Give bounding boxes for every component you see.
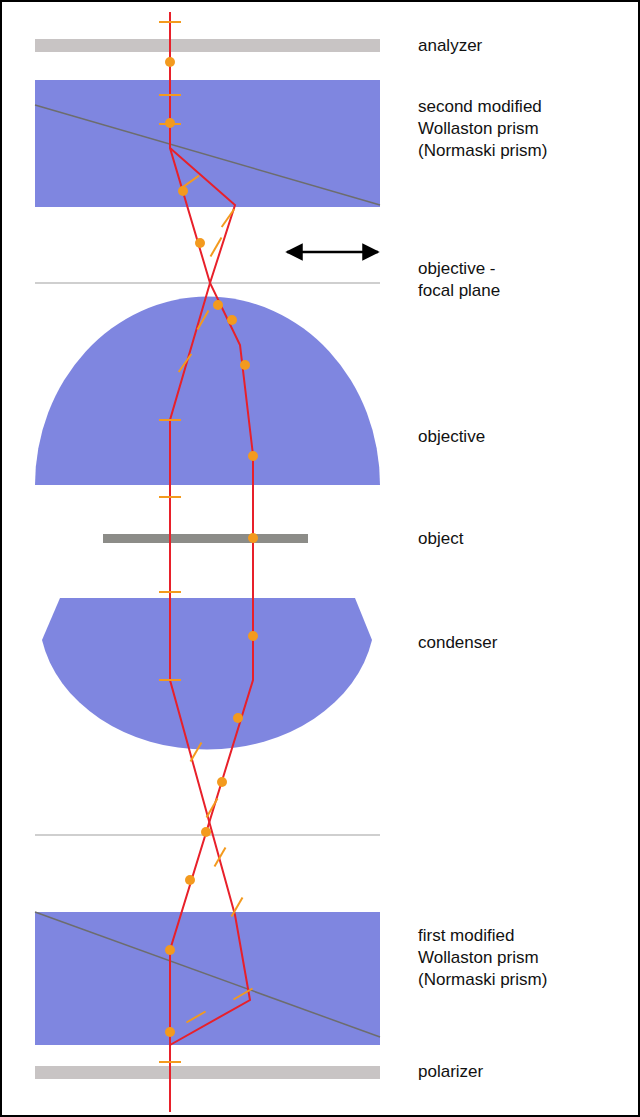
polarization-dot <box>240 360 250 370</box>
polarization-dash <box>159 123 181 125</box>
part-label: first modified Wollaston prism (Normaski… <box>418 925 593 991</box>
polarization-dash <box>159 679 181 681</box>
polarization-dash <box>222 209 235 227</box>
polarization-dot <box>248 631 258 641</box>
polarization-marks <box>159 22 258 1062</box>
polarization-dash <box>207 798 218 817</box>
part-label: analyzer <box>418 35 618 57</box>
polarization-dot <box>165 57 175 67</box>
shift-arrow <box>287 251 378 254</box>
polarization-dash <box>159 1061 181 1063</box>
part-label: objective - focal plane <box>418 258 528 302</box>
polarization-dash <box>198 310 209 329</box>
part-label: objective <box>418 426 618 448</box>
part-label: polarizer <box>418 1061 618 1083</box>
polarization-dash <box>181 176 199 189</box>
polarization-dot <box>227 315 237 325</box>
polarization-dash <box>159 94 181 96</box>
light-ray <box>170 12 253 1112</box>
polarization-dash <box>159 419 181 421</box>
polarization-dash <box>159 21 181 23</box>
polarization-dash <box>191 742 202 761</box>
polarization-dash <box>159 591 181 593</box>
polarization-dash <box>179 354 192 372</box>
polarization-dot <box>201 827 211 837</box>
polarization-dot <box>217 777 227 787</box>
condenser-lens <box>42 598 372 750</box>
focal-plane-line <box>35 282 380 283</box>
prism-interface <box>35 105 380 205</box>
polarization-dot <box>248 451 258 461</box>
polarization-dot <box>165 1027 175 1037</box>
wollaston-prism <box>35 80 380 207</box>
specimen-slide <box>103 534 308 543</box>
part-label: condenser <box>418 632 618 654</box>
polarization-dot <box>233 713 243 723</box>
polarization-dash <box>215 847 226 866</box>
polarizer-plate <box>35 1066 380 1079</box>
polarization-dash <box>232 897 243 916</box>
part-label: second modified Wollaston prism (Normask… <box>418 96 593 162</box>
polarization-dash <box>233 989 252 1000</box>
objective-lens <box>35 297 380 485</box>
polarization-dot <box>165 945 175 955</box>
polarization-dash <box>186 1012 205 1023</box>
polarization-dot <box>213 300 223 310</box>
part-label: object <box>418 528 618 550</box>
polarization-dot <box>248 533 258 543</box>
light-ray <box>170 148 250 1045</box>
prism-interface <box>35 912 380 1037</box>
analyzer-plate <box>35 39 380 52</box>
polarization-dot <box>195 238 205 248</box>
polarization-dot <box>185 875 195 885</box>
polarization-dash <box>159 496 181 498</box>
polarization-dash <box>211 237 222 256</box>
